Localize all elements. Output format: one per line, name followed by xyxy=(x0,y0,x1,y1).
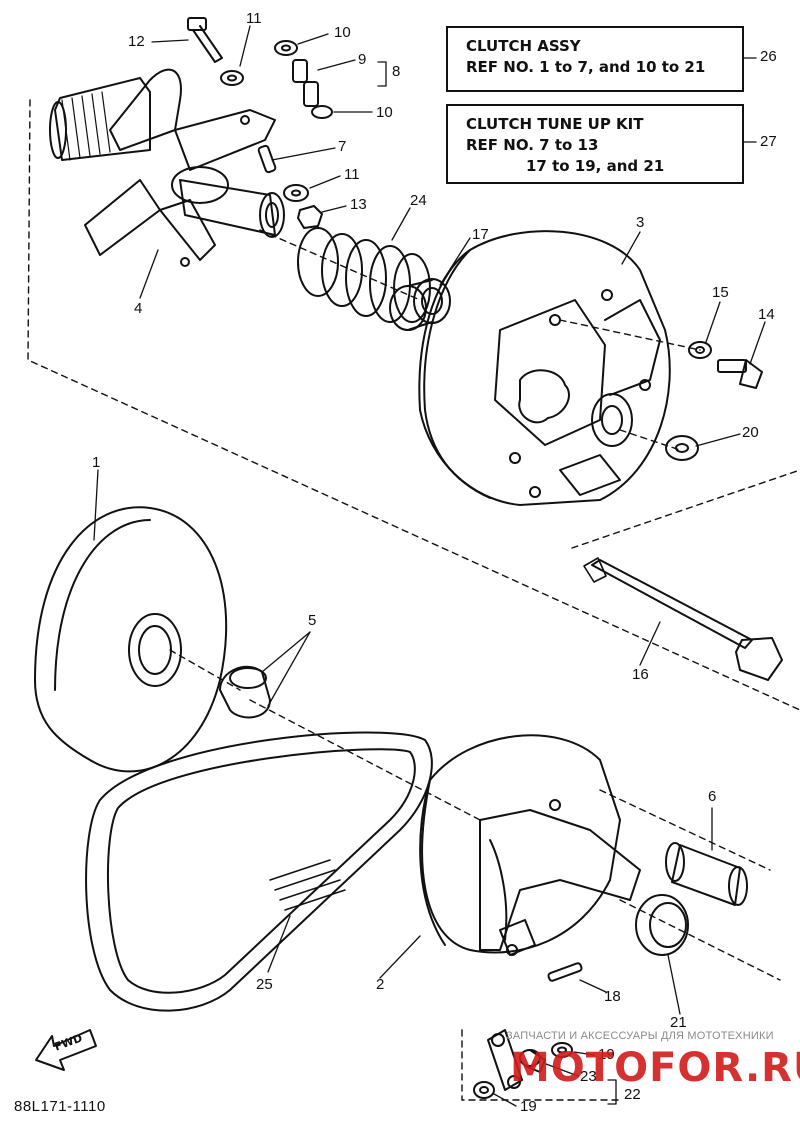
watermark-brand: MOTOFOR.RU xyxy=(510,1045,800,1091)
movable-sheave-part-3 xyxy=(418,230,671,506)
diagram-code: 88L171-1110 xyxy=(14,1098,106,1115)
tune-up-kit-refs-1: REF NO. 7 to 13 xyxy=(466,136,599,154)
callout-10-lower: 10 xyxy=(376,104,393,121)
callout-3: 3 xyxy=(636,214,645,231)
washer-part-19-lower xyxy=(473,1081,495,1099)
callout-25: 25 xyxy=(256,976,273,993)
clutch-assy-refs: REF NO. 1 to 7, and 10 to 21 xyxy=(466,58,706,76)
bushing-part-5 xyxy=(219,665,271,719)
callout-9: 9 xyxy=(358,51,367,68)
callout-6: 6 xyxy=(708,788,717,805)
arm-part-22 xyxy=(487,1029,523,1091)
callout-2: 2 xyxy=(376,976,385,993)
callout-24: 24 xyxy=(410,192,427,209)
washer-part-11-upper xyxy=(220,70,244,86)
bushing-part-10-upper xyxy=(274,40,298,56)
callout-26: 26 xyxy=(760,48,777,65)
sleeve-part-6 xyxy=(665,842,748,906)
bushing-part-10-lower xyxy=(311,105,333,119)
secondary-sheave-part-2 xyxy=(419,734,641,956)
washer-part-19-upper xyxy=(551,1042,573,1058)
pin-part-18 xyxy=(547,962,583,982)
washer-part-15 xyxy=(688,341,712,359)
callout-13: 13 xyxy=(350,196,367,213)
callout-7: 7 xyxy=(338,138,347,155)
callout-23: 23 xyxy=(580,1068,597,1085)
callout-11-upper: 11 xyxy=(246,10,262,27)
callout-19-upper: 19 xyxy=(598,1046,615,1063)
callout-22: 22 xyxy=(624,1086,641,1103)
drive-belt-part-25 xyxy=(85,731,433,1012)
fwd-arrow-icon xyxy=(35,1029,97,1071)
callout-21: 21 xyxy=(670,1014,687,1031)
clutch-assy-title: CLUTCH ASSY xyxy=(466,37,581,55)
callout-20: 20 xyxy=(742,424,759,441)
callout-5: 5 xyxy=(308,612,317,629)
callout-18: 18 xyxy=(604,988,621,1005)
roller-part-23 xyxy=(519,1049,546,1073)
spring-part-24 xyxy=(297,227,431,323)
tune-up-kit-title: CLUTCH TUNE UP KIT xyxy=(466,115,644,133)
callout-16: 16 xyxy=(632,666,649,683)
callout-17: 17 xyxy=(472,226,489,243)
callout-27: 27 xyxy=(760,133,777,150)
callout-11-lower: 11 xyxy=(344,166,360,183)
callout-12: 12 xyxy=(128,33,145,50)
nut-part-13 xyxy=(297,205,323,229)
tune-up-kit-box: CLUTCH TUNE UP KIT REF NO. 7 to 13 17 to… xyxy=(446,104,744,184)
tune-up-kit-refs-2: 17 to 19, and 21 xyxy=(526,157,665,175)
callout-8: 8 xyxy=(392,63,401,80)
pin-part-7 xyxy=(257,144,277,174)
washer-part-11-lower xyxy=(283,184,309,202)
bushing-part-21 xyxy=(635,894,689,956)
leader-lines xyxy=(93,25,766,1107)
callout-15: 15 xyxy=(712,284,729,301)
nut-part-20 xyxy=(665,435,699,461)
spider-hub-part-4 xyxy=(49,68,285,267)
fixed-sheave-part-1 xyxy=(34,506,228,773)
callout-4: 4 xyxy=(134,300,143,317)
callout-1: 1 xyxy=(92,454,101,471)
callout-19-lower: 19 xyxy=(520,1098,537,1115)
bolt-part-14 xyxy=(717,359,763,389)
long-bolt-part-16 xyxy=(583,557,783,681)
pin-part-9 xyxy=(292,59,319,107)
callout-14: 14 xyxy=(758,306,775,323)
assembly-lines xyxy=(27,99,800,1101)
watermark-tagline: ЗАПЧАСТИ И АКСЕССУАРЫ ДЛЯ МОТОТЕХНИКИ xyxy=(506,1030,774,1042)
callout-10-upper: 10 xyxy=(334,24,351,41)
clutch-assy-box: CLUTCH ASSY REF NO. 1 to 7, and 10 to 21 xyxy=(446,26,744,92)
bolt-part-12 xyxy=(187,17,223,63)
